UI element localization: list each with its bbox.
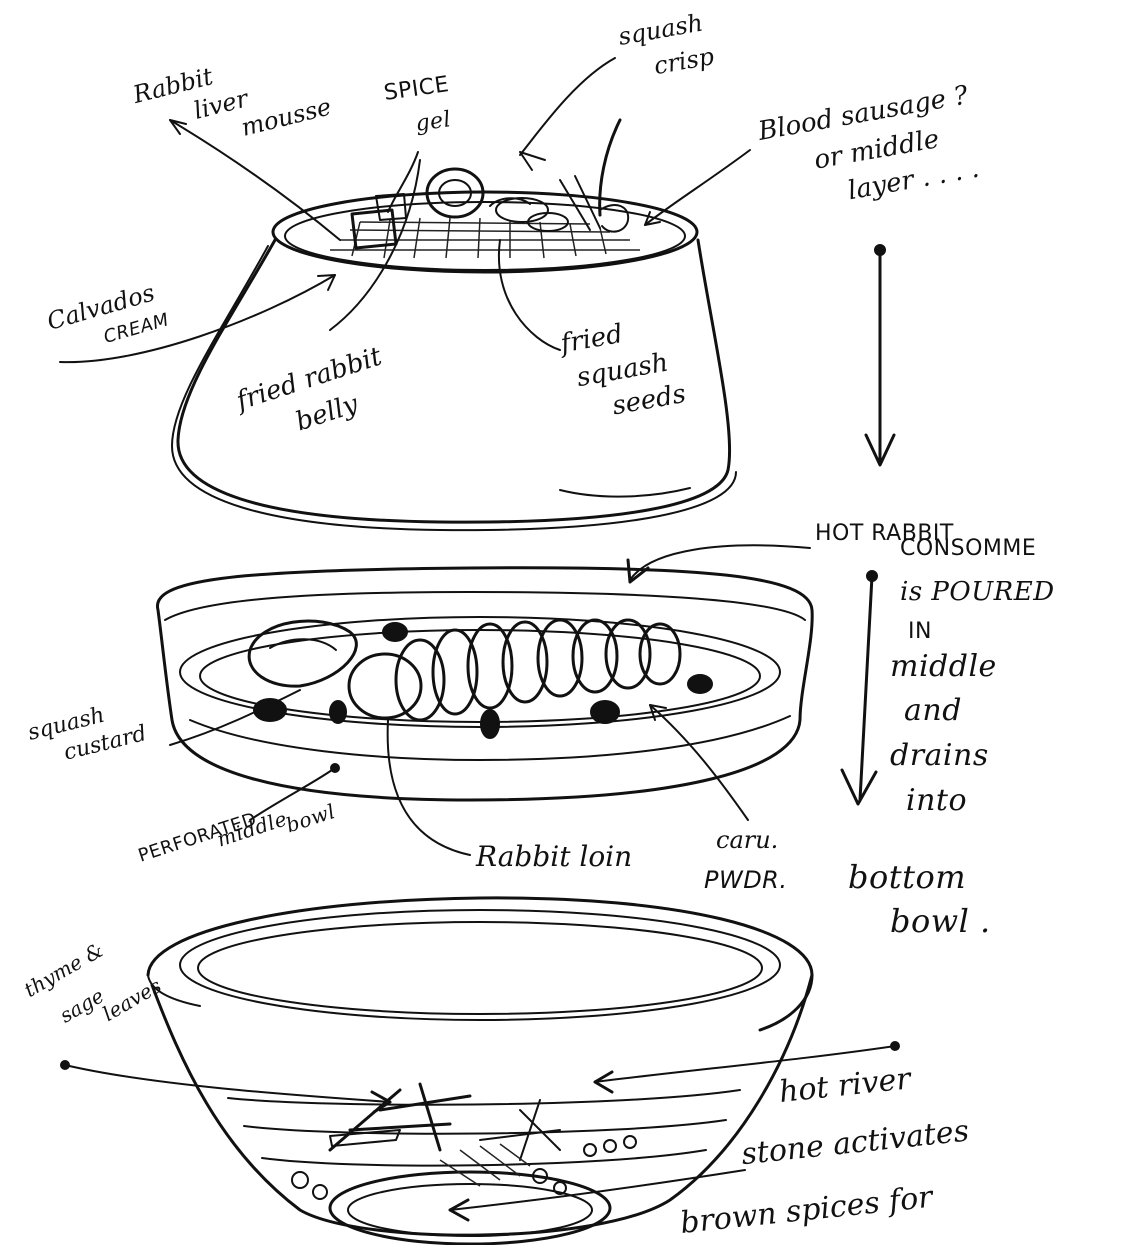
bottom-bowl — [148, 898, 812, 1244]
label-perforated-middle-bowl: PERFORATED middle bowl — [136, 785, 339, 884]
top-bowl — [172, 120, 736, 530]
label-thyme-sage-leaves: thyme & sage leaves — [20, 921, 166, 1054]
label-squash-custard: squash custard — [25, 694, 149, 773]
label-spice-gel: SPICE gel — [382, 71, 463, 141]
middle-bowl — [157, 568, 812, 800]
label-blood-sausage: Blood sausage ? or middle layer . . . . — [755, 79, 991, 220]
label-rabbit-loin: Rabbit loin — [475, 840, 632, 873]
label-rabbit-liver-mousse: Rabbit liver mousse — [129, 36, 334, 165]
label-fried-rabbit-belly: fried rabbit belly — [231, 339, 405, 453]
label-hot-rabbit-consomme: HOT RABBIT CONSOMME is POURED IN middle … — [815, 521, 1062, 940]
label-hot-river-stone: hot river stone activates brown spices f… — [666, 1055, 987, 1241]
label-caramelized-pwdr: caru. PWDR. — [704, 826, 788, 894]
label-fried-squash-seeds: fried squash seeds — [556, 310, 688, 429]
label-calvados-cream: Calvados CREAM — [44, 276, 173, 361]
label-squash-crisp: squash crisp — [616, 7, 718, 85]
